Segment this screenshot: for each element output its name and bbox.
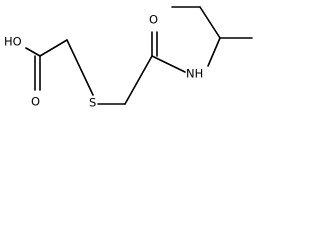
bond-nitrogen-methine <box>207 37 221 67</box>
bond-methine-ethyl <box>199 6 221 39</box>
bond-methylene-sulfur <box>66 39 94 96</box>
bond-carboxyl-methylene <box>39 39 68 57</box>
atom-label-layer: HO O S O NH <box>4 13 203 110</box>
bond-carbonyl-nitrogen <box>151 55 186 73</box>
amide-oxygen-label: O <box>149 13 158 27</box>
bond-hydroxyl-carbon <box>25 47 41 57</box>
amide-nitrogen-label: NH <box>186 67 203 81</box>
hydroxyl-label: HO <box>4 35 22 49</box>
bond-methylene-carbonyl <box>124 55 153 105</box>
sulfur-label: S <box>89 96 96 110</box>
chemical-structure: HO O S O NH <box>4 6 253 110</box>
carboxyl-oxygen-label: O <box>31 95 40 109</box>
bond-layer <box>25 6 253 105</box>
